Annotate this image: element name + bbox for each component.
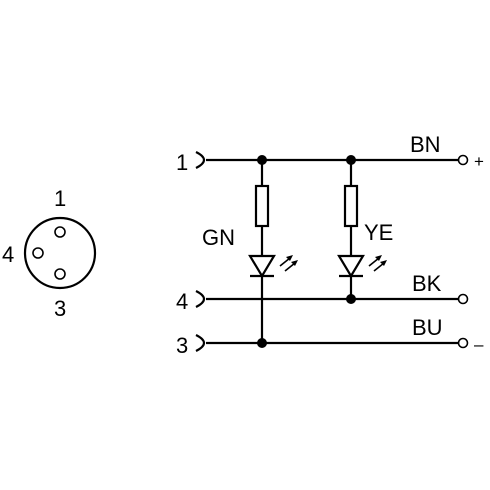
yellow-led-label: YE [364, 220, 393, 245]
wire-bu-label: BU [412, 315, 443, 340]
pin-1-socket [195, 151, 206, 169]
pin-1-contact [54, 226, 66, 238]
pin-1-label: 1 [176, 150, 188, 175]
junction-dots [257, 155, 356, 348]
pin-terminals: 1 4 3 [176, 150, 206, 358]
green-led-emission-arrows [279, 255, 298, 272]
terminal-bu [457, 337, 469, 349]
junction-dot [257, 338, 267, 348]
connector-face-view: 1 4 3 [2, 186, 97, 321]
face-pin-3-label: 3 [54, 296, 66, 321]
green-led-diode [248, 254, 276, 279]
junction-dot [346, 155, 356, 165]
wire-bn-label: BN [410, 132, 441, 157]
conductors [206, 158, 458, 345]
pin-3-socket [195, 334, 206, 352]
connector-outline [23, 216, 97, 290]
junction-dot [257, 155, 267, 165]
led-branch-green: GN [202, 160, 298, 343]
yellow-led-emission-arrows [368, 255, 387, 272]
wire-bk-label: BK [412, 271, 442, 296]
green-resistor [254, 184, 270, 228]
terminal-bn [457, 154, 469, 166]
pin-4-socket [195, 290, 206, 308]
pin-4-contact [32, 247, 44, 259]
face-pin-1-label: 1 [54, 186, 66, 211]
junction-dot [346, 294, 356, 304]
terminal-bk [457, 293, 469, 305]
green-led-label: GN [202, 225, 235, 250]
pin-3-label: 3 [176, 333, 188, 358]
pin-4-label: 4 [176, 289, 188, 314]
minus-sign: – [474, 335, 484, 354]
yellow-led-diode [337, 254, 365, 279]
plus-sign: + [474, 152, 484, 171]
led-branch-yellow: YE [337, 160, 393, 299]
face-pin-4-label: 4 [2, 242, 14, 267]
yellow-resistor [343, 184, 359, 228]
pin-3-contact [54, 268, 66, 280]
